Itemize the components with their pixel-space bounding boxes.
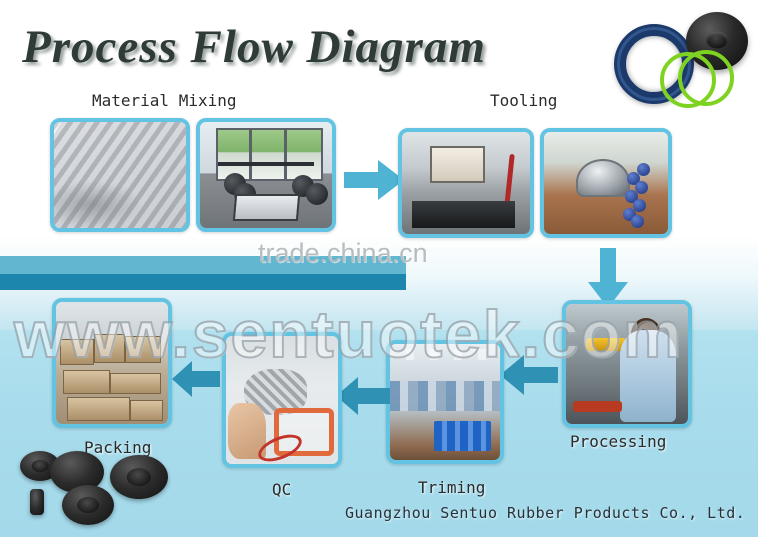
coolant-hose-coil <box>615 162 661 228</box>
decorative-bar-dark <box>0 274 406 290</box>
photo-content-mold-press <box>544 132 668 234</box>
stage-label-triming: Triming <box>418 478 486 497</box>
arrow-processing-to-triming <box>500 354 558 396</box>
carton-box <box>67 397 130 422</box>
stage-label-packing: Packing <box>84 438 152 457</box>
photo-qc-1 <box>222 332 342 468</box>
product-photo-bottom-left <box>6 437 174 529</box>
stage-label-processing: Processing <box>570 432 667 451</box>
worker-body <box>619 330 676 422</box>
photo-content-rubber-bales <box>54 122 186 228</box>
stage-label-tooling: Tooling <box>490 91 558 110</box>
rubber-plug-product <box>110 455 168 499</box>
photo-tooling-2 <box>540 128 672 238</box>
orange-tray <box>274 407 334 457</box>
worker-row <box>390 381 500 412</box>
carton-box <box>62 370 110 395</box>
machine-hose <box>504 154 515 208</box>
decorative-bar-light <box>0 256 406 274</box>
rubber-pin-product <box>30 489 44 515</box>
photo-tooling-1 <box>398 128 534 238</box>
photo-content-cnc-machine <box>402 132 530 234</box>
arrow-qc-to-packing <box>172 360 220 398</box>
page-title: Process Flow Diagram <box>22 21 486 73</box>
ceiling-lights <box>390 348 500 361</box>
stage-label-qc: QC <box>272 480 292 499</box>
company-footer: Guangzhou Sentuo Rubber Products Co., Lt… <box>345 504 746 522</box>
photo-content-qc-trimming <box>226 336 338 464</box>
green-o-ring-product <box>678 50 734 106</box>
photo-material-mixing-1 <box>50 118 190 232</box>
photo-content-worker-at-press <box>566 304 688 424</box>
mill-table <box>233 194 301 222</box>
worker-hand <box>228 402 267 459</box>
photo-content-warehouse-cartons <box>56 302 168 424</box>
carton-box <box>125 336 162 363</box>
carton-box <box>109 372 162 395</box>
arrow-mixing-to-tooling <box>344 158 406 202</box>
photo-material-mixing-2 <box>196 118 336 232</box>
photo-packing-1 <box>52 298 172 428</box>
press-detail-red <box>573 401 623 412</box>
press-detail-yellow <box>585 337 627 351</box>
photo-content-mixing-mill <box>200 122 332 228</box>
product-photo-top-right <box>612 8 752 108</box>
carton-box <box>129 399 164 422</box>
stage-label-material-mixing: Material Mixing <box>92 91 237 110</box>
photo-processing-1 <box>562 300 692 428</box>
photo-content-factory-floor <box>390 344 500 460</box>
arrow-triming-to-qc <box>336 376 390 416</box>
carton-box <box>60 338 94 365</box>
photo-triming-1 <box>386 340 504 464</box>
mill-roller <box>305 183 328 206</box>
window-detail <box>215 128 323 182</box>
arrow-tooling-to-processing <box>586 248 630 310</box>
machine-bar <box>218 162 314 167</box>
rubber-plug-product <box>62 485 114 525</box>
carton-box <box>94 333 126 363</box>
blue-crates <box>434 420 492 451</box>
